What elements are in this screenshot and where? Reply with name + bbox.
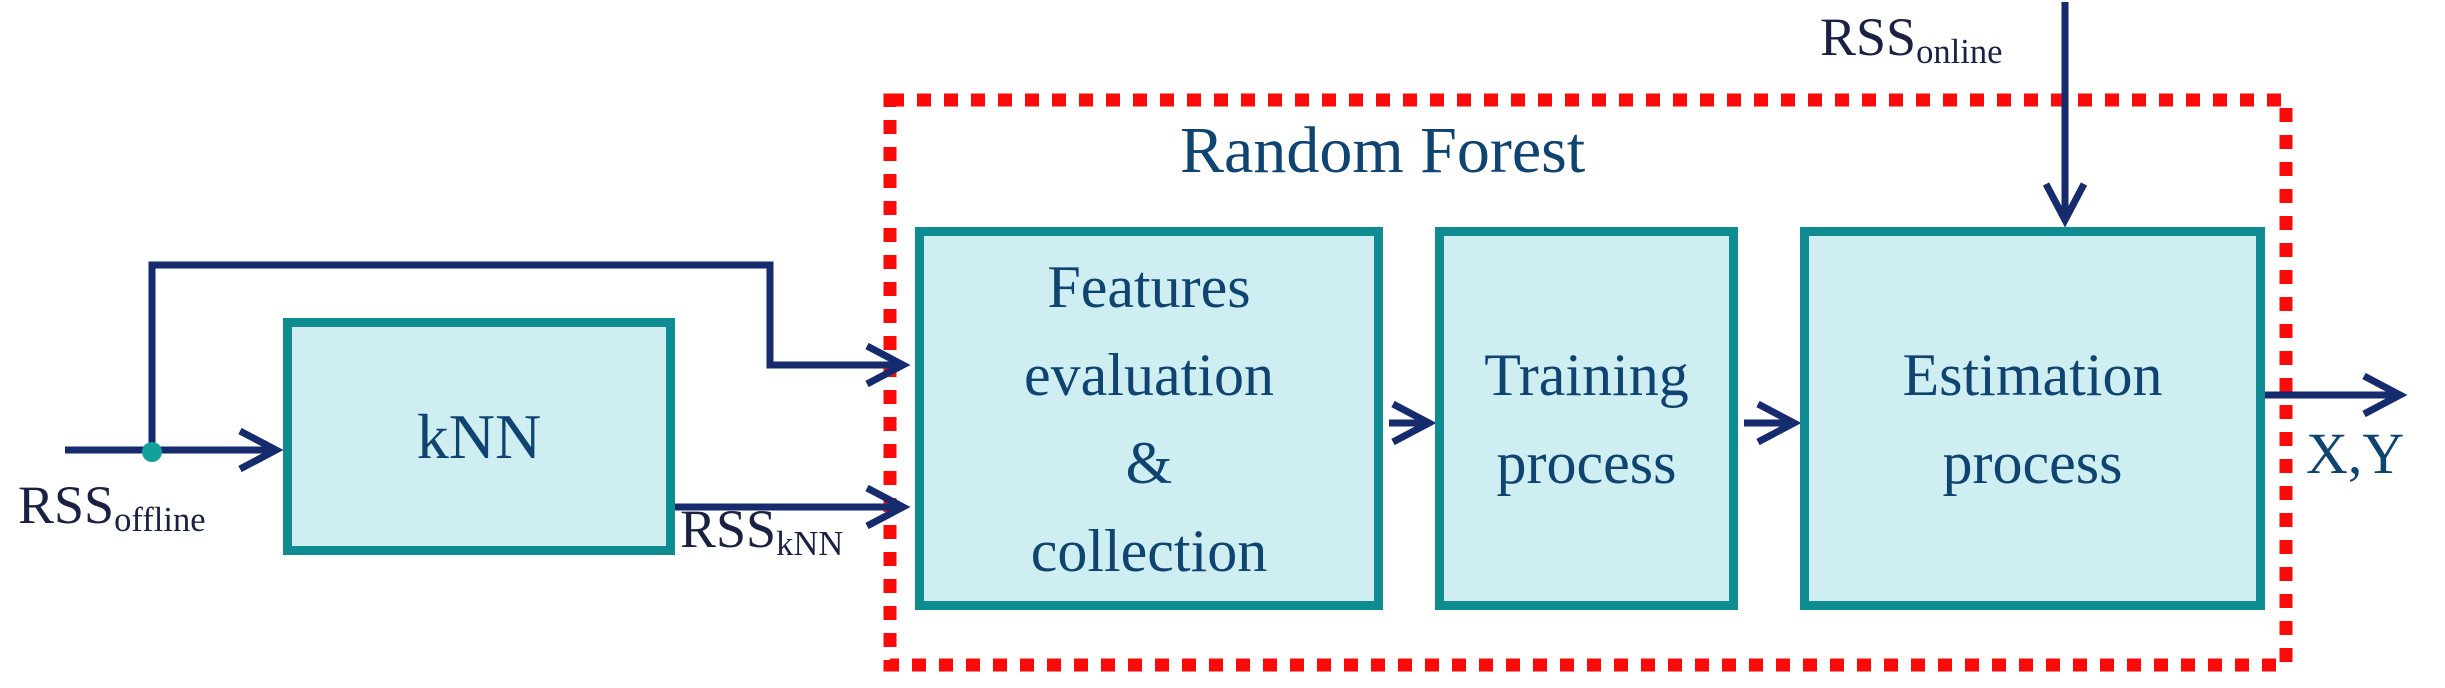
- node-training-process: Training process: [1435, 227, 1738, 610]
- rss-online-base: RSS: [1820, 7, 1917, 67]
- output-xy-label: X,Y: [2306, 421, 2405, 486]
- node-features-line: evaluation: [1024, 341, 1274, 408]
- rss-offline-label: RSSoffline: [18, 475, 206, 537]
- rss-online-label: RSSonline: [1820, 7, 2002, 69]
- rss-knn-subscript: kNN: [776, 524, 844, 563]
- node-features-evaluation-collection: Features evaluation & collection: [915, 227, 1383, 610]
- node-estimation-line: process: [1942, 429, 2123, 496]
- rss-online-subscript: online: [1916, 32, 2003, 71]
- random-forest-container-border: [883, 93, 2293, 672]
- junction-dot: [142, 442, 162, 462]
- rss-offline-subscript: offline: [114, 500, 206, 539]
- node-features-line: Features: [1047, 253, 1251, 320]
- node-knn: kNN: [283, 318, 675, 555]
- random-forest-title: Random Forest: [1180, 114, 1586, 187]
- node-training-line: Training: [1484, 341, 1689, 408]
- rss-offline-base: RSS: [18, 475, 115, 535]
- rss-knn-label: RSSkNN: [680, 499, 843, 561]
- node-training-line: process: [1496, 429, 1677, 496]
- rss-knn-base: RSS: [680, 499, 777, 559]
- node-features-line: collection: [1030, 517, 1268, 584]
- arrow-branch-to-features: [148, 261, 911, 450]
- node-estimation-line: Estimation: [1902, 341, 2163, 408]
- node-features-line: &: [1125, 429, 1173, 496]
- node-estimation-process: Estimation process: [1800, 227, 2265, 610]
- node-knn-label: kNN: [416, 400, 542, 472]
